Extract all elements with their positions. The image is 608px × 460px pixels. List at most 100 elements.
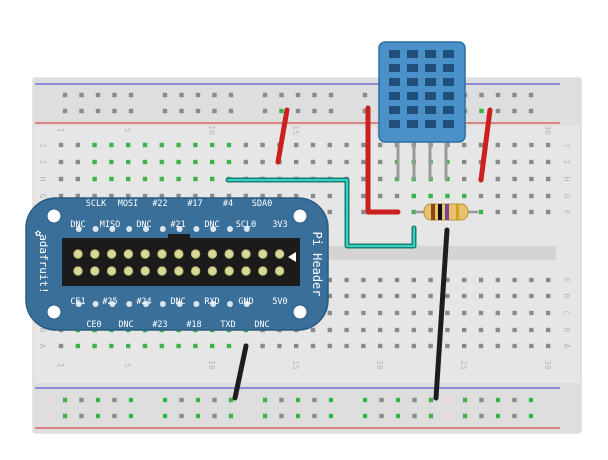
header-pin [224,249,234,259]
breadboard-hole [462,327,467,333]
header-pin [157,266,167,276]
rail-hole [312,413,317,419]
mounting-hole [46,304,62,320]
breadboard-hole [546,327,551,333]
rail-hole [528,92,534,98]
breadboard-hole [109,343,114,349]
sensor-vent [389,106,400,114]
cobbler-pin-label: #18 [186,320,201,330]
rail-hole [495,413,501,419]
cobbler-pin-label: TXD [220,320,235,330]
breadboard-hole [428,293,433,299]
row-letter-right: D [562,294,571,299]
rail-hole [195,413,201,419]
breadboard-hole [344,277,349,283]
cobbler-pin-label: RXD [204,297,219,307]
header-pin [258,249,268,259]
breadboard-hole [109,159,114,165]
breadboard-hole [142,142,148,148]
sensor-vent [389,64,400,72]
row-letter-right: I [562,160,571,165]
breadboard-hole [445,343,450,349]
breadboard-hole [529,193,534,199]
breadboard-hole [210,343,215,349]
cobbler-pin-label: #21 [170,220,185,230]
mounting-hole [46,208,62,224]
breadboard-hole [462,310,467,316]
resistor-band [431,204,435,220]
breadboard-hole [176,142,181,148]
rail-hole [479,92,484,98]
breadboard-hole [226,159,232,165]
breadboard-hole [495,209,500,215]
header-pin [274,266,285,276]
breadboard-hole [159,159,164,165]
breadboard-hole [445,193,450,199]
rail-hole [312,108,317,114]
rail-hole [212,108,217,114]
wire-black-gnd-sensor [433,227,450,401]
rail-hole [162,413,168,419]
breadboard-hole [478,327,484,333]
cobbler-pin-label: CE1 [70,297,85,307]
breadboard-hole [428,193,433,199]
rail-hole [295,92,301,98]
column-number-bottom: 1 [56,363,65,368]
breadboard-hole [361,209,366,215]
rail-hole [428,397,434,403]
rail-hole [112,108,117,114]
cobbler-pad [75,301,82,307]
rail-hole [212,397,217,403]
breadboard-hole [512,193,517,199]
wire-red-rail-right [478,107,493,183]
rail-hole [479,413,484,419]
breadboard-hole [75,176,80,182]
rail-hole [128,108,134,114]
cobbler-pin-label: DNC [170,297,185,307]
rail-hole [379,397,384,403]
breadboard-hole [478,142,484,148]
breadboard-hole [529,310,534,316]
cobbler-pin-label: DNC [204,220,219,230]
rail-hole [128,397,134,403]
rail-hole [295,397,301,403]
cobbler-pad [143,301,149,307]
breadboard-hole [126,343,131,349]
row-letter-right: F [562,210,571,215]
breadboard-hole [226,193,232,199]
rail-hole [428,413,434,419]
cobbler-title: Pi Header [310,231,324,296]
header-pin [123,249,134,259]
breadboard-hole [92,176,97,182]
row-letter-right: E [562,278,571,283]
sensor-vent [443,64,454,72]
rail-hole [279,92,284,98]
breadboard-hole [546,310,551,316]
rail-hole [79,413,84,419]
breadboard-hole [428,327,433,333]
breadboard-hole [512,277,517,283]
cobbler-pin-label: #17 [187,199,202,209]
rail-hole [162,92,168,98]
breadboard-hole [394,343,400,349]
breadboard-hole [344,142,349,148]
wires [225,105,493,401]
breadboard-hole [327,310,332,316]
sensor-vent [443,120,454,128]
cobbler-pin-label: DNC [136,220,151,230]
breadboard-hole [226,343,232,349]
dht-sensor [378,41,466,180]
breadboard-hole [512,310,517,316]
breadboard-hole [445,310,450,316]
cobbler-pin-label: SCL0 [236,220,256,230]
rail-hole [62,397,68,403]
header-pin [258,266,268,276]
breadboard-hole [361,327,366,333]
breadboard-hole [92,159,97,165]
cobbler-pad [227,226,233,232]
column-number-bottom: 10 [207,360,216,370]
breadboard-hole [529,277,534,283]
rail-hole [462,413,468,419]
breadboard-hole [327,142,332,148]
